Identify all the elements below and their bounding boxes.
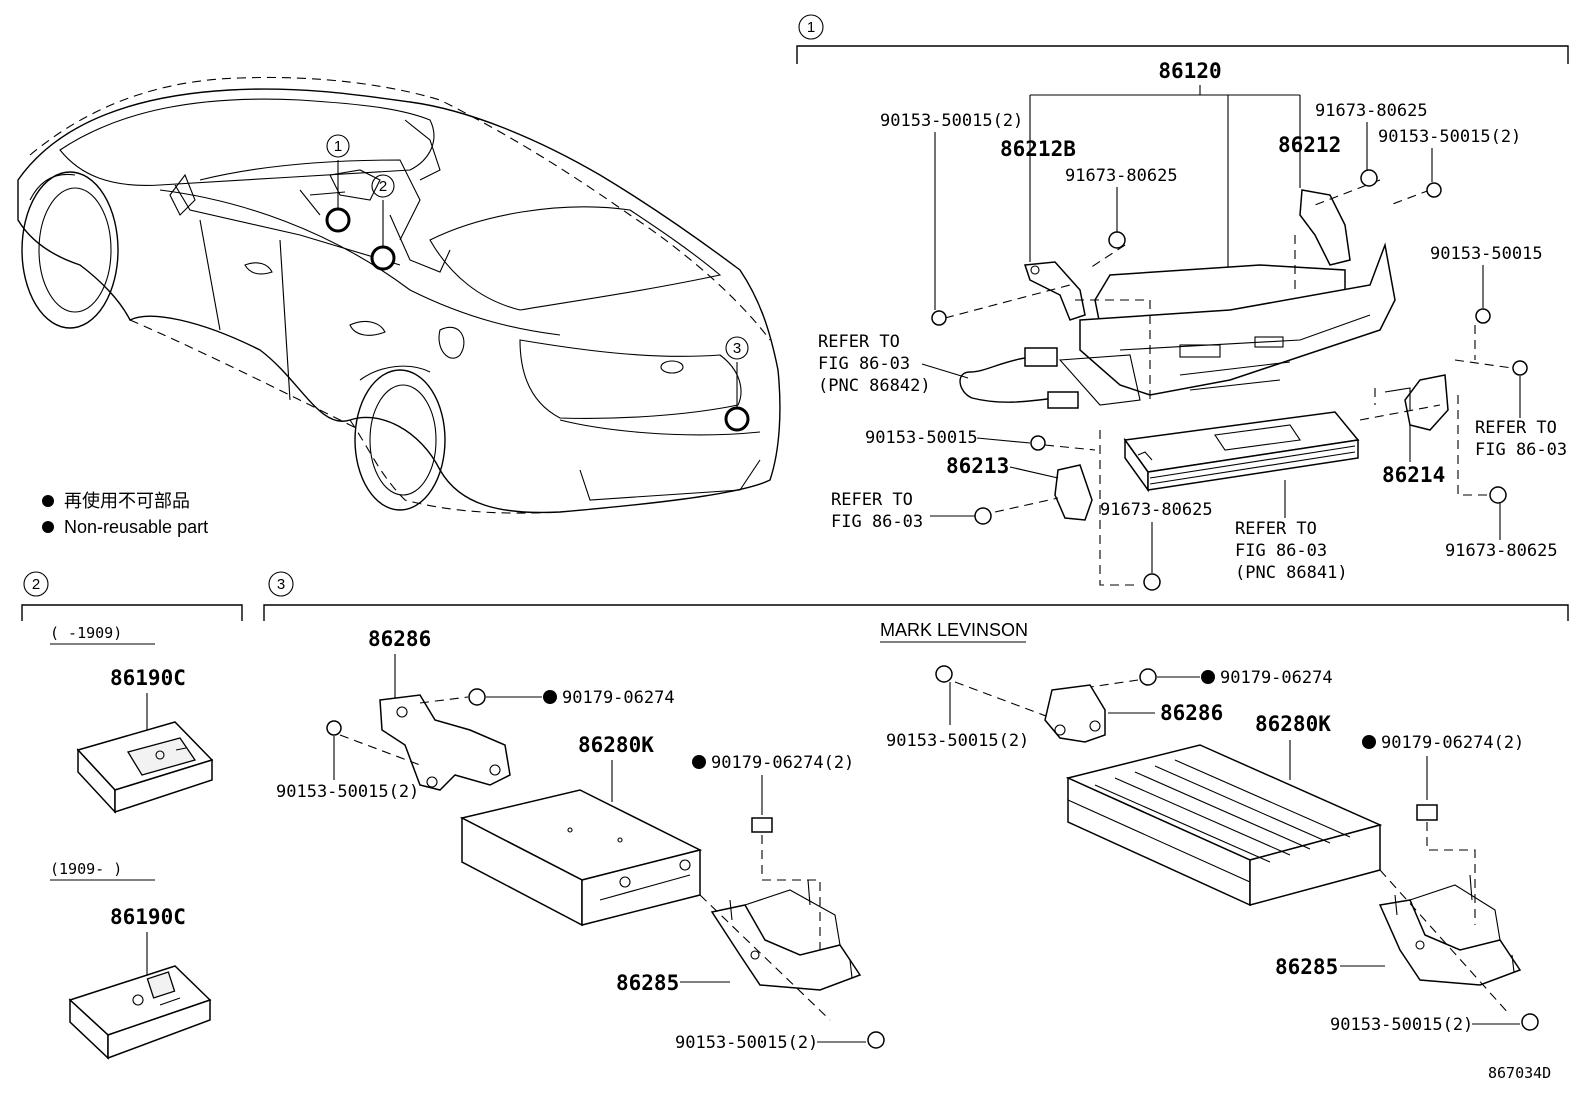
label-86120[interactable]: 86120 bbox=[1158, 59, 1221, 83]
label-90179-06274-left[interactable]: 90179-06274 bbox=[562, 688, 675, 708]
label-90153-50015-d[interactable]: 90153-50015 bbox=[865, 428, 978, 448]
figure-id: 867034D bbox=[1488, 1064, 1551, 1082]
usb-icon bbox=[175, 747, 187, 751]
label-86190C-a[interactable]: 86190C bbox=[110, 666, 186, 690]
label-86212[interactable]: 86212 bbox=[1278, 133, 1341, 157]
label-90153-50015-2-right[interactable]: 90153-50015(2) bbox=[886, 731, 1029, 751]
label-mark-levinson[interactable]: MARK LEVINSON bbox=[880, 620, 1028, 640]
non-reusable-dot-icon bbox=[42, 495, 54, 507]
label-refer-to-1[interactable]: REFER TO bbox=[818, 332, 900, 352]
label-86190C-b[interactable]: 86190C bbox=[110, 905, 186, 929]
label-86286-right[interactable]: 86286 bbox=[1160, 701, 1223, 725]
label-fig-86-03-4[interactable]: FIG 86-03 bbox=[1475, 440, 1567, 460]
label-90179-06274-2-right[interactable]: 90179-06274(2) bbox=[1381, 733, 1524, 753]
nut-icon bbox=[468, 688, 486, 706]
legend-jp: 再使用不可部品 bbox=[64, 491, 190, 511]
car-illustration: 1 2 3 bbox=[17, 76, 781, 514]
label-90153-50015-2-a[interactable]: 90153-50015(2) bbox=[880, 111, 1023, 131]
label-86212B[interactable]: 86212B bbox=[1000, 137, 1076, 161]
section-2-number: 2 bbox=[32, 576, 40, 593]
nut-icon bbox=[1416, 804, 1438, 821]
label-refer-to-3[interactable]: REFER TO bbox=[1235, 519, 1317, 539]
bolt-icon bbox=[326, 720, 342, 736]
non-reusable-dot-icon bbox=[1362, 735, 1376, 749]
bolt-icon bbox=[931, 169, 1528, 591]
nut-icon bbox=[751, 817, 773, 833]
car-marker-2[interactable]: 2 bbox=[379, 178, 387, 195]
car-marker-1[interactable]: 1 bbox=[334, 138, 342, 155]
section-1: 1 86120 90153-50015(2) 86212B 91673-8062… bbox=[796, 14, 1569, 591]
non-reusable-dot-icon bbox=[692, 755, 706, 769]
label-refer-to-2[interactable]: REFER TO bbox=[831, 490, 913, 510]
label-91673-80625-c[interactable]: 91673-80625 bbox=[1100, 500, 1213, 520]
label-range-b[interactable]: (1909- ) bbox=[50, 860, 122, 878]
label-fig-86-03-1[interactable]: FIG 86-03 bbox=[818, 354, 910, 374]
label-refer-to-4[interactable]: REFER TO bbox=[1475, 418, 1557, 438]
label-fig-86-03-3[interactable]: FIG 86-03 bbox=[1235, 541, 1327, 561]
bolt-icon bbox=[935, 665, 953, 683]
usb-icon bbox=[159, 997, 181, 1006]
label-pnc-86841[interactable]: (PNC 86841) bbox=[1235, 563, 1348, 583]
legend: 再使用不可部品 Non-reusable part bbox=[42, 491, 208, 537]
legend-en: Non-reusable part bbox=[64, 517, 208, 537]
label-90153-50015-2-left-b[interactable]: 90153-50015(2) bbox=[675, 1033, 818, 1053]
label-86280K-left[interactable]: 86280K bbox=[578, 733, 654, 757]
section-3: 3 86286 90179-06274 90153-50015(2) 86280… bbox=[263, 571, 1569, 1053]
label-range-a[interactable]: ( -1909) bbox=[50, 624, 122, 642]
label-91673-80625-a[interactable]: 91673-80625 bbox=[1065, 166, 1178, 186]
label-90153-50015-2-right-b[interactable]: 90153-50015(2) bbox=[1330, 1015, 1473, 1035]
label-86285-left[interactable]: 86285 bbox=[616, 971, 679, 995]
car-marker-3[interactable]: 3 bbox=[733, 340, 741, 357]
label-90179-06274-right[interactable]: 90179-06274 bbox=[1220, 668, 1333, 688]
section-3-number: 3 bbox=[277, 576, 285, 593]
label-pnc-86842[interactable]: (PNC 86842) bbox=[818, 376, 931, 396]
label-86213[interactable]: 86213 bbox=[946, 454, 1009, 478]
label-90153-50015-c[interactable]: 90153-50015 bbox=[1430, 244, 1543, 264]
bolt-icon bbox=[867, 1031, 885, 1049]
section-1-number: 1 bbox=[807, 19, 815, 36]
bolt-icon bbox=[1521, 1013, 1539, 1031]
label-90153-50015-2-left[interactable]: 90153-50015(2) bbox=[276, 782, 419, 802]
section-2: 2 ( -1909) 86190C (1909- ) 86190C bbox=[21, 571, 243, 1060]
label-fig-86-03-2[interactable]: FIG 86-03 bbox=[831, 512, 923, 532]
non-reusable-dot-icon bbox=[543, 690, 557, 704]
non-reusable-dot-icon bbox=[42, 521, 54, 533]
nut-icon bbox=[1139, 668, 1157, 686]
label-86285-right[interactable]: 86285 bbox=[1275, 955, 1338, 979]
label-90179-06274-2-left[interactable]: 90179-06274(2) bbox=[711, 753, 854, 773]
label-86280K-right[interactable]: 86280K bbox=[1255, 712, 1331, 736]
non-reusable-dot-icon bbox=[1201, 670, 1215, 684]
label-91673-80625-b[interactable]: 91673-80625 bbox=[1315, 101, 1428, 121]
label-90153-50015-2-b[interactable]: 90153-50015(2) bbox=[1378, 127, 1521, 147]
label-91673-80625-d[interactable]: 91673-80625 bbox=[1445, 541, 1558, 561]
label-86286-left[interactable]: 86286 bbox=[368, 627, 431, 651]
label-86214[interactable]: 86214 bbox=[1382, 463, 1445, 487]
